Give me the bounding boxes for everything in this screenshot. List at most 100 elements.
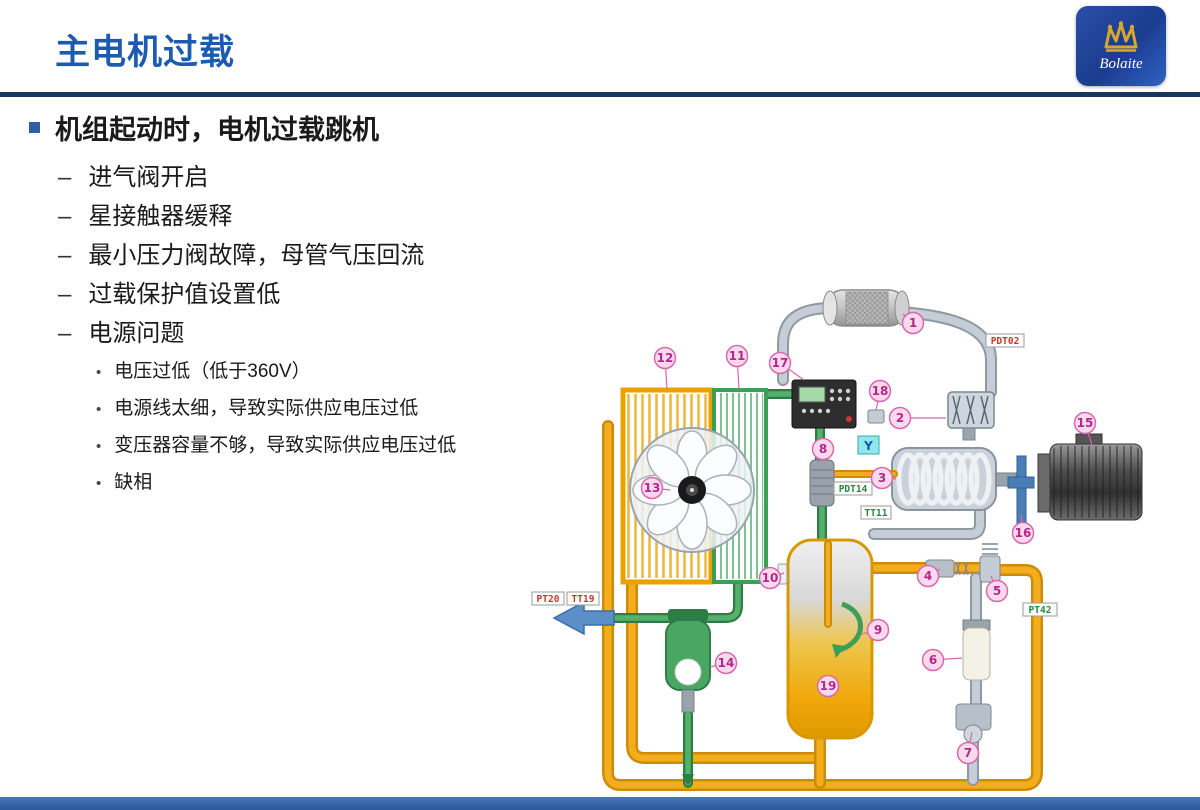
svg-text:5: 5 [993,584,1001,598]
diagram-callout-1: 1 [901,311,925,335]
diagram-callout-9: 9 [866,618,890,642]
oil-pipes [602,420,1043,791]
dot-bullet-icon: • [96,364,102,381]
list-item-text: 进气阀开启 [88,164,209,191]
svg-text:1: 1 [909,316,917,330]
diagram-callout-7: 7 [956,741,980,765]
list-item: – 最小压力阀故障，母管气压回流 [26,241,531,271]
dot-bullet-icon: • [96,437,102,455]
svg-text:15: 15 [1077,416,1094,430]
dot-bullet-icon: • [96,474,102,492]
svg-text:9: 9 [874,623,882,637]
svg-text:PT20: PT20 [537,594,560,605]
svg-text:PDT02: PDT02 [991,336,1020,347]
company-logo: Bolaite [1076,6,1166,86]
diagram-callout-16: 16 [1011,521,1035,545]
diagram-tag-tt11: TT11 [860,505,892,520]
svg-text:TT11: TT11 [865,508,888,519]
diagram-tag-pdt02: PDT02 [985,333,1025,348]
diagram-tag-pt20: PT20 [531,591,565,606]
svg-text:16: 16 [1015,526,1032,540]
svg-text:4: 4 [924,569,932,583]
svg-text:TT19: TT19 [572,594,595,605]
swirl-arrowhead-icon [832,644,846,658]
dash-bullet-icon: – [58,320,72,347]
diagram-tag-tt19: TT19 [566,591,600,606]
main-motor [1037,433,1143,521]
diagram-callout-10: 10 [758,566,782,590]
svg-text:3: 3 [878,471,886,485]
list-subitem-text: 缺相 [114,471,153,493]
list-item: – 电源问题 [26,319,531,349]
title-divider [0,92,1200,97]
svg-text:11: 11 [729,349,746,363]
diagram-callout-3: 3 [870,466,894,490]
solenoid-valve [867,409,885,424]
screw-airend [891,447,997,511]
bottom-accent-bar [0,797,1200,810]
diagram-callout-6: 6 [921,648,945,672]
page-title: 主电机过载 [55,33,236,72]
list-subitem-text: 电源线太细，导致实际供应电压过低 [114,397,419,419]
compressor-schematic-diagram: Y [531,289,1143,791]
diagram-callout-14: 14 [714,651,738,675]
crown-icon [1104,20,1138,52]
list-item: – 星接触器缓释 [26,202,531,232]
intake-valve [947,391,995,441]
list-subitem-text: 电压过低（低于360V） [114,361,311,382]
diagram-callout-11: 11 [725,344,749,368]
heading-text: 机组起动时，电机过载跳机 [55,115,379,145]
list-subitem: • 电源线太细，导致实际供应电压过低 [26,396,516,423]
drain-valve [955,703,992,744]
svg-text:PDT14: PDT14 [839,484,868,495]
min-pressure-valve [979,543,1001,583]
list-subitem-text: 变压器容量不够，导致实际供应电压过低 [114,434,457,456]
dot-bullet-icon: • [96,400,102,418]
y-strainer-label: Y [857,435,880,455]
list-item-text: 星接触器缓释 [88,203,233,230]
list-item-heading: 机组起动时，电机过载跳机 [26,108,531,147]
svg-text:8: 8 [819,442,827,456]
air-pipes [777,302,997,786]
swirl-arrow-icon [839,601,863,653]
svg-text:12: 12 [657,351,674,365]
diagram-callout-5: 5 [985,579,1009,603]
bullet-list: 机组起动时，电机过载跳机 – 进气阀开启 – 星接触器缓释 – 最小压力阀故障，… [26,102,531,507]
drain-filter [962,619,991,681]
diagram-callout-2: 2 [888,406,912,430]
diagram-callout-8: 8 [811,437,835,461]
cooling-fan [629,427,755,553]
svg-text:18: 18 [872,384,889,398]
diagram-callout-17: 17 [768,351,792,375]
svg-text:10: 10 [762,571,779,585]
svg-text:14: 14 [718,656,735,670]
svg-text:2: 2 [896,411,904,425]
diagram-callout-19: 19 [816,674,840,698]
flow-arrow-icon [682,774,694,786]
list-item: – 过载保护值设置低 [26,280,531,310]
list-subitem: • 变压器容量不够，导致实际供应电压过低 [26,433,516,460]
diagram-callout-12: 12 [653,346,677,370]
svg-text:17: 17 [772,356,789,370]
air-filter [822,289,910,327]
svg-text:6: 6 [929,653,937,667]
svg-text:Y: Y [863,439,873,453]
list-item-text: 电源问题 [88,320,185,347]
list-item-text: 过载保护值设置低 [88,281,281,308]
logo-wordmark: Bolaite [1099,55,1143,72]
diagram-tag-pdt14: PDT14 [833,481,873,496]
square-bullet-icon [29,122,40,133]
diagram-tag-pt42: PT42 [1022,602,1058,617]
diagram-callout-13: 13 [640,476,664,500]
svg-text:PT42: PT42 [1029,605,1052,616]
svg-text:13: 13 [644,481,661,495]
dash-bullet-icon: – [58,164,72,191]
list-subitem: • 电压过低（低于360V） [26,359,516,386]
dash-bullet-icon: – [58,281,72,308]
list-item-text: 最小压力阀故障，母管气压回流 [88,242,425,269]
water-separator [665,609,711,713]
dash-bullet-icon: – [58,242,72,269]
svg-text:19: 19 [820,679,837,693]
dash-bullet-icon: – [58,203,72,230]
diagram-callout-15: 15 [1073,411,1097,435]
